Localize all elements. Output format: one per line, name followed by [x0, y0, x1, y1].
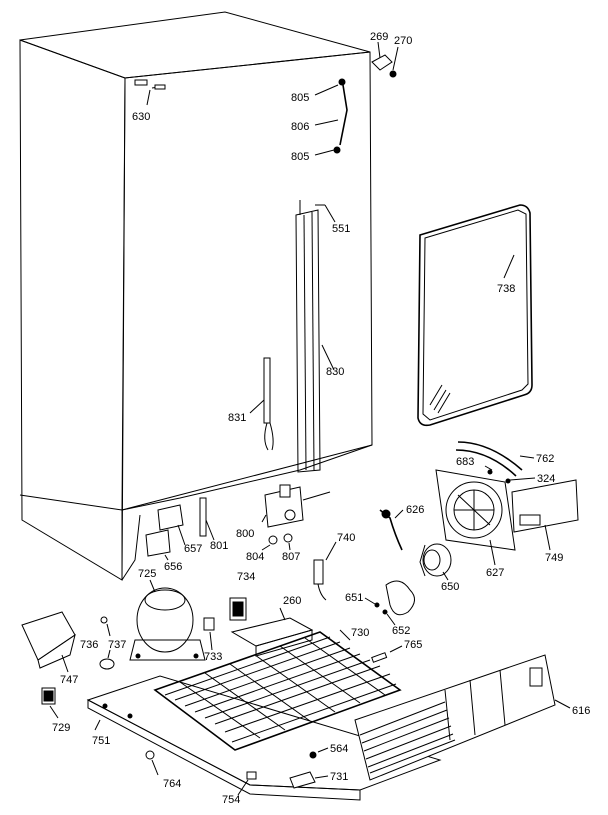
label-730: 730: [351, 627, 369, 639]
part-564-screw: [309, 747, 329, 759]
label-762: 762: [536, 453, 554, 465]
label-270: 270: [394, 35, 412, 47]
label-731: 731: [330, 771, 348, 783]
label-564: 564: [330, 743, 348, 755]
part-731-clip: [289, 771, 329, 789]
part-801-rod: [199, 497, 215, 541]
part-762-tube: [455, 441, 536, 484]
part-747-bracket: [21, 611, 76, 673]
label-616: 616: [572, 705, 590, 717]
label-652: 652: [392, 625, 410, 637]
part-765-clip: [371, 645, 403, 663]
label-725: 725: [138, 568, 156, 580]
label-269: 269: [370, 31, 388, 43]
part-627-fan-shroud: [435, 469, 516, 566]
part-736-737-grommets: [99, 616, 115, 670]
label-650: 650: [441, 581, 459, 593]
label-656: 656: [164, 561, 182, 573]
label-751: 751: [92, 735, 110, 747]
part-740-capacitor: [313, 541, 337, 601]
label-683: 683: [456, 456, 474, 468]
label-734: 734: [237, 571, 255, 583]
part-800-valve: [261, 484, 331, 528]
label-749: 749: [545, 552, 563, 564]
label-740: 740: [337, 532, 355, 544]
part-830-channel: [295, 200, 335, 473]
label-764: 764: [163, 778, 181, 790]
part-733-overload: [203, 617, 215, 651]
part-657-656-brackets: [145, 504, 186, 561]
label-733: 733: [204, 651, 222, 663]
label-736: 736: [80, 639, 98, 651]
label-651: 651: [345, 592, 363, 604]
label-801: 801: [210, 540, 228, 552]
label-805-top: 805: [291, 92, 309, 104]
label-551: 551: [332, 223, 350, 235]
part-804-807-fittings: [261, 533, 293, 551]
label-260: 260: [283, 595, 301, 607]
label-657: 657: [184, 543, 202, 555]
part-764-foot: [145, 750, 159, 776]
label-765: 765: [404, 639, 422, 651]
part-551-screw: [315, 204, 336, 223]
part-751-base-plate: [86, 675, 442, 801]
label-630: 630: [132, 111, 150, 123]
label-627: 627: [486, 567, 504, 579]
part-730-condenser: [153, 629, 402, 751]
label-804: 804: [246, 551, 264, 563]
label-747: 747: [60, 674, 78, 686]
label-831: 831: [228, 412, 246, 424]
part-269-270-bracket: [371, 41, 399, 78]
part-725-compressor: [129, 579, 206, 661]
part-831-heater: [249, 357, 274, 451]
part-729-clip: [41, 687, 59, 719]
label-830: 830: [326, 366, 344, 378]
label-806: 806: [291, 121, 309, 133]
label-805-bottom: 805: [291, 151, 309, 163]
cabinet: [19, 11, 373, 581]
label-754: 754: [222, 794, 240, 806]
part-650-fan-motor: [419, 543, 452, 581]
part-616-grille: [354, 654, 571, 781]
label-738: 738: [497, 283, 515, 295]
label-626: 626: [406, 504, 424, 516]
part-630-plug: [134, 79, 166, 106]
label-729: 729: [52, 722, 70, 734]
part-749-panel: [511, 479, 579, 551]
part-651-fan-blade: [364, 580, 415, 626]
part-806-tube: [314, 78, 348, 156]
label-800: 800: [236, 528, 254, 540]
callout-labels: 269 270 805 630 806 805 551 738 830 831 …: [52, 31, 590, 806]
label-324: 324: [537, 473, 555, 485]
part-626-sensor: [379, 509, 404, 551]
part-734-relay: [229, 597, 247, 621]
part-754-tab: [237, 771, 257, 796]
label-807: 807: [282, 551, 300, 563]
label-737: 737: [108, 639, 126, 651]
part-738-gasket: [417, 204, 533, 427]
part-260-cover: [230, 607, 314, 657]
